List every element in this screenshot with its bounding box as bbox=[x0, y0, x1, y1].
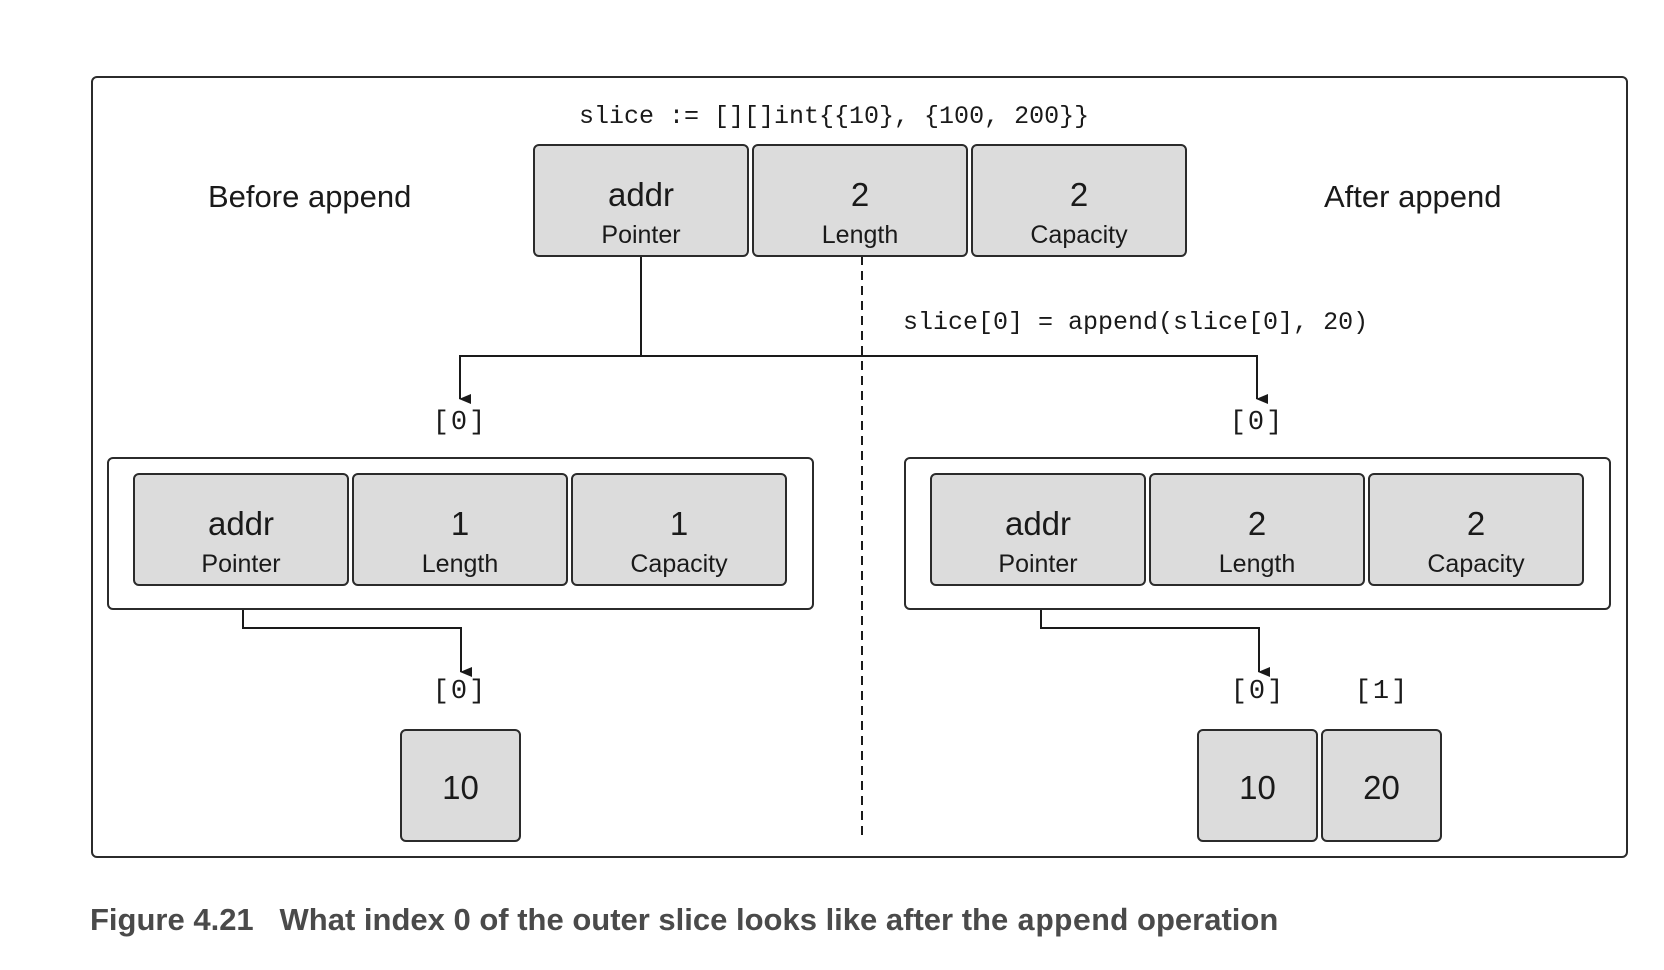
after-array-index-0: [0] bbox=[1230, 677, 1286, 707]
slice-declaration-code: slice := [][]int{{10}, {100, 200}} bbox=[579, 102, 1090, 131]
cell-value: 2 bbox=[1069, 176, 1089, 213]
cell-label: Capacity bbox=[1030, 221, 1128, 249]
figure-caption: Figure 4.21 What index 0 of the outer sl… bbox=[90, 902, 1278, 940]
after-capacity-cell: 2 Capacity bbox=[1368, 473, 1584, 586]
outer-pointer-connector-after bbox=[641, 355, 1268, 404]
figure-number: Figure 4.21 bbox=[90, 902, 254, 937]
after-array-element-1: 20 bbox=[1321, 729, 1442, 842]
before-pointer-cell: addr Pointer bbox=[133, 473, 349, 586]
outer-pointer-connector bbox=[459, 257, 642, 404]
cell-label: Pointer bbox=[998, 550, 1078, 578]
cell-value: 1 bbox=[669, 505, 689, 542]
cell-value: addr bbox=[1004, 505, 1072, 542]
before-append-label: Before append bbox=[208, 179, 412, 214]
cell-value: addr bbox=[207, 505, 275, 542]
before-outer-index: [0] bbox=[432, 408, 488, 438]
after-length-cell: 2 Length bbox=[1149, 473, 1365, 586]
cell-value: 2 bbox=[1247, 505, 1267, 542]
caption-text-before: What index 0 of the outer slice looks li… bbox=[279, 902, 1017, 937]
append-statement-code: slice[0] = append(slice[0], 20) bbox=[903, 308, 1369, 337]
diagram-frame bbox=[91, 76, 1628, 858]
cell-label: Length bbox=[1218, 550, 1296, 578]
cell-label: Capacity bbox=[1427, 550, 1525, 578]
cell-value: 2 bbox=[1466, 505, 1486, 542]
before-array-index: [0] bbox=[432, 677, 488, 707]
cell-label: Length bbox=[821, 221, 899, 249]
caption-text-after: operation bbox=[1128, 902, 1279, 937]
cell-value: 2 bbox=[850, 176, 870, 213]
element-value: 10 bbox=[442, 769, 479, 806]
cell-label: Length bbox=[421, 550, 499, 578]
outer-pointer-cell: addr Pointer bbox=[533, 144, 749, 257]
after-append-label: After append bbox=[1324, 179, 1502, 214]
before-capacity-cell: 1 Capacity bbox=[571, 473, 787, 586]
cell-label: Pointer bbox=[201, 550, 281, 578]
cell-label: Pointer bbox=[601, 221, 681, 249]
before-array-element: 10 bbox=[400, 729, 521, 842]
after-array-index-1: [1] bbox=[1354, 677, 1410, 707]
after-array-element-0: 10 bbox=[1197, 729, 1318, 842]
element-value: 20 bbox=[1363, 769, 1400, 806]
before-length-cell: 1 Length bbox=[352, 473, 568, 586]
caption-code-word: append bbox=[1016, 905, 1129, 940]
element-value: 10 bbox=[1239, 769, 1276, 806]
cell-value: addr bbox=[607, 176, 675, 213]
after-pointer-cell: addr Pointer bbox=[930, 473, 1146, 586]
outer-capacity-cell: 2 Capacity bbox=[971, 144, 1187, 257]
cell-label: Capacity bbox=[630, 550, 728, 578]
cell-value: 1 bbox=[450, 505, 470, 542]
after-outer-index: [0] bbox=[1229, 408, 1285, 438]
outer-length-cell: 2 Length bbox=[752, 144, 968, 257]
